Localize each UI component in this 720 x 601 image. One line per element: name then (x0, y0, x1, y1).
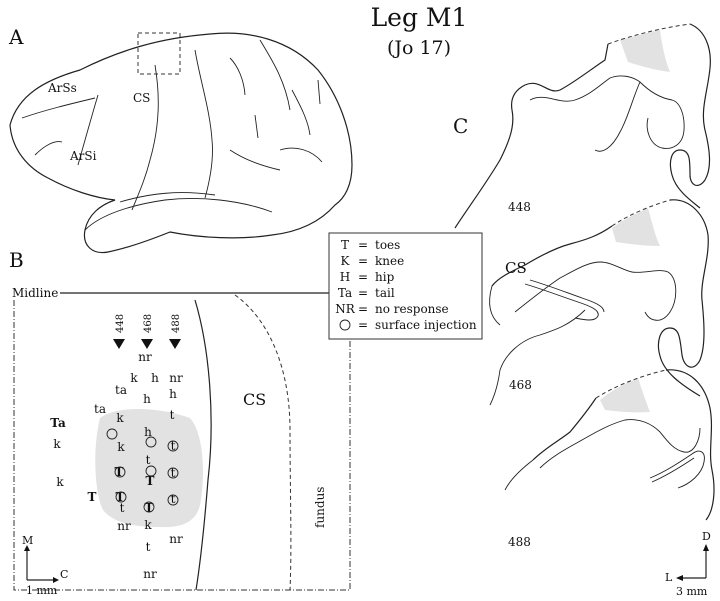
legend-eq: = (358, 270, 368, 284)
map-label: k (117, 440, 125, 454)
map-label: k (130, 371, 138, 385)
legend-key-ta: Ta (338, 286, 352, 300)
map-label: h (143, 392, 151, 406)
map-label: k (116, 411, 124, 425)
injection-region (95, 408, 203, 528)
scale-b-len: 1 mm (26, 584, 58, 597)
penetration-label-448: 448 (115, 314, 126, 333)
brain-drawing (9, 32, 353, 254)
cs-label-c: CS (505, 259, 527, 277)
legend-eq: = (358, 238, 368, 252)
map-label: T (116, 490, 125, 504)
map-label: h (144, 425, 152, 439)
map-label: h (169, 387, 177, 401)
legend-key-nr: NR (335, 302, 356, 316)
section-label-488: 488 (508, 535, 531, 549)
panel-b-frame (13, 300, 351, 591)
legend-key-k: K (341, 254, 351, 268)
scale-c-l: L (665, 571, 673, 584)
fundus-label: fundus (313, 487, 327, 528)
map-label: k (144, 518, 152, 532)
map-label: t (171, 492, 176, 506)
penetration-label-488: 488 (171, 314, 182, 333)
map-label: nr (138, 350, 152, 364)
map-label: k (53, 437, 61, 451)
fundus-line (234, 294, 292, 591)
figure-subtitle: (Jo 17) (387, 37, 451, 59)
map-label: t (120, 501, 125, 515)
cs-lip-line (194, 299, 212, 591)
legend-value-toes: toes (375, 238, 400, 252)
map-label: k (56, 475, 64, 489)
scale-c-d: D (702, 530, 711, 543)
map-label: T (145, 501, 154, 515)
map-label: T (146, 474, 155, 488)
panel-a-label: A (8, 25, 24, 49)
figure-title: Leg M1 (371, 3, 468, 32)
legend-eq: = (358, 254, 368, 268)
map-label: t (171, 439, 176, 453)
legend-eq: = (358, 318, 368, 332)
legend-value-hip: hip (375, 270, 395, 284)
legend-key-t: T (341, 238, 349, 252)
section-448 (454, 23, 711, 229)
legend-box (328, 232, 483, 340)
map-label: Ta (50, 416, 66, 430)
scale-b-m: M (22, 534, 33, 547)
map-label: nr (169, 371, 183, 385)
map-label: t (170, 408, 175, 422)
section-label-448: 448 (508, 200, 531, 214)
midline-label: Midline (12, 286, 58, 300)
panel-b-label: B (9, 248, 24, 272)
label-cs-brain: CS (133, 91, 150, 105)
map-label: nr (169, 532, 183, 546)
map-label: t (171, 466, 176, 480)
legend-eq: = (358, 302, 368, 316)
legend-eq: = (358, 286, 368, 300)
map-label: t (146, 453, 151, 467)
scale-b-c: C (60, 568, 68, 581)
scale-bar-c (676, 544, 709, 581)
map-label: ta (115, 383, 127, 397)
section-468 (489, 199, 709, 406)
legend: T = toes K = knee H = hip Ta = tail NR =… (335, 238, 477, 332)
injection-markers (106, 428, 179, 513)
legend-injection-circle-icon (339, 319, 351, 331)
section-label-468: 468 (509, 378, 532, 392)
map-label: t (146, 540, 151, 554)
legend-value-nr: no response (375, 302, 449, 316)
legend-key-h: H (340, 270, 350, 284)
section-488 (504, 369, 715, 521)
legend-value-injection: surface injection (375, 318, 477, 332)
map-label: T (88, 490, 97, 504)
map-label: ta (94, 402, 106, 416)
label-arsi: ArSi (69, 149, 97, 163)
map-label: T (115, 465, 124, 479)
panel-c-label: C (453, 114, 468, 138)
scale-bar-b (24, 545, 59, 583)
cs-label-b: CS (243, 390, 266, 409)
map-label: h (151, 371, 159, 385)
map-label: nr (117, 519, 131, 533)
legend-value-tail: tail (375, 286, 395, 300)
penetration-arrows (113, 339, 181, 349)
label-arss: ArSs (47, 81, 77, 95)
map-label: nr (143, 567, 157, 581)
penetration-label-468: 468 (143, 314, 154, 333)
legend-value-knee: knee (375, 254, 404, 268)
scale-c-len: 3 mm (676, 585, 708, 598)
